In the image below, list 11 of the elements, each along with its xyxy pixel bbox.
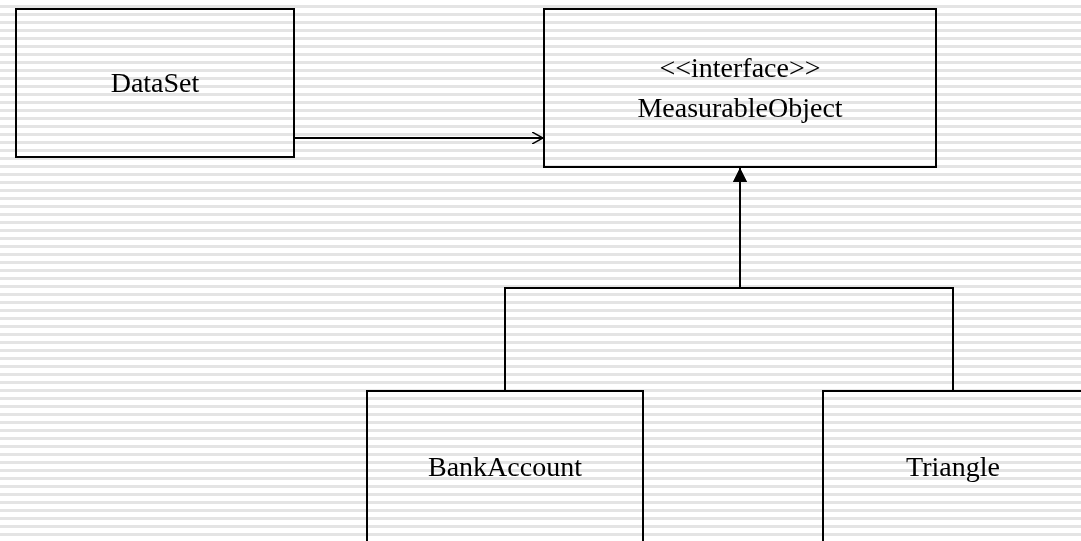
- arrow: [733, 167, 954, 391]
- class-box: [543, 8, 937, 168]
- class-box: [366, 390, 644, 541]
- class-box: [15, 8, 295, 158]
- class-name: Triangle: [906, 449, 1000, 484]
- class-name: MeasurableObject: [637, 91, 843, 125]
- class-box: [822, 390, 1081, 541]
- stereotype-label: <<interface>>: [659, 51, 821, 85]
- class-name: BankAccount: [428, 449, 582, 484]
- arrow: [294, 131, 544, 145]
- class-name: DataSet: [110, 66, 200, 100]
